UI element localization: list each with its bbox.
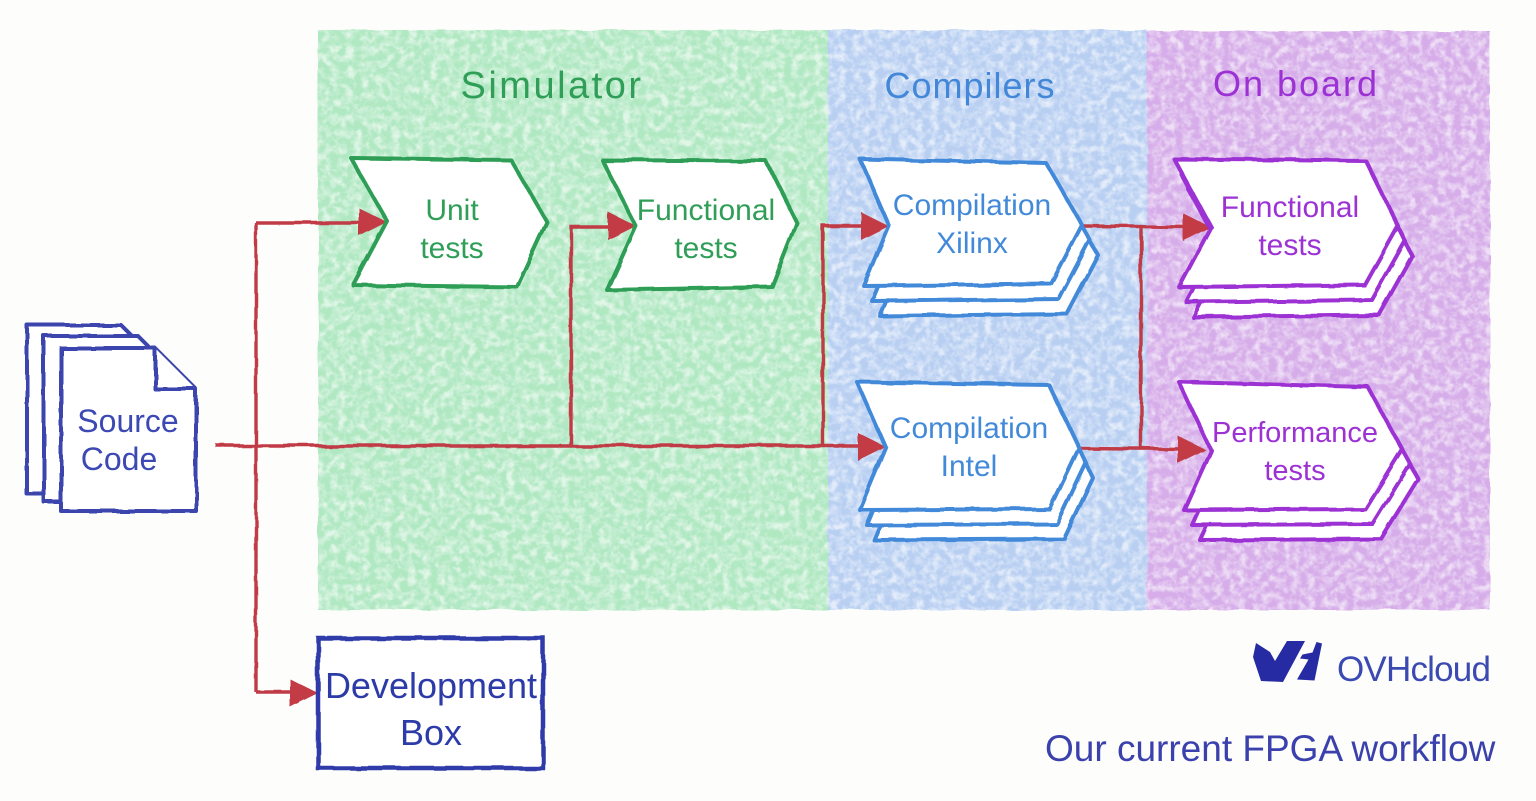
svg-text:Code: Code [81,441,158,477]
svg-text:Compilation: Compilation [890,412,1048,445]
svg-text:tests: tests [1258,229,1321,262]
svg-text:Unit: Unit [425,194,479,227]
svg-text:Intel: Intel [941,450,998,483]
svg-text:Functional: Functional [1221,191,1359,224]
svg-text:Compilers: Compilers [884,65,1055,106]
svg-text:Compilation: Compilation [893,189,1051,222]
svg-text:On board: On board [1213,63,1379,104]
svg-text:Xilinx: Xilinx [936,227,1008,260]
svg-text:Development: Development [325,665,537,706]
svg-text:tests: tests [674,232,737,265]
svg-text:tests: tests [1264,455,1325,487]
svg-text:Functional: Functional [637,194,775,227]
svg-text:Simulator: Simulator [461,65,644,107]
svg-text:tests: tests [420,232,483,265]
svg-text:Box: Box [400,712,462,753]
svg-text:Performance: Performance [1212,417,1378,449]
svg-text:OVHcloud: OVHcloud [1337,650,1490,689]
svg-text:Source: Source [77,403,178,439]
svg-text:Our current FPGA workflow: Our current FPGA workflow [1045,728,1496,769]
